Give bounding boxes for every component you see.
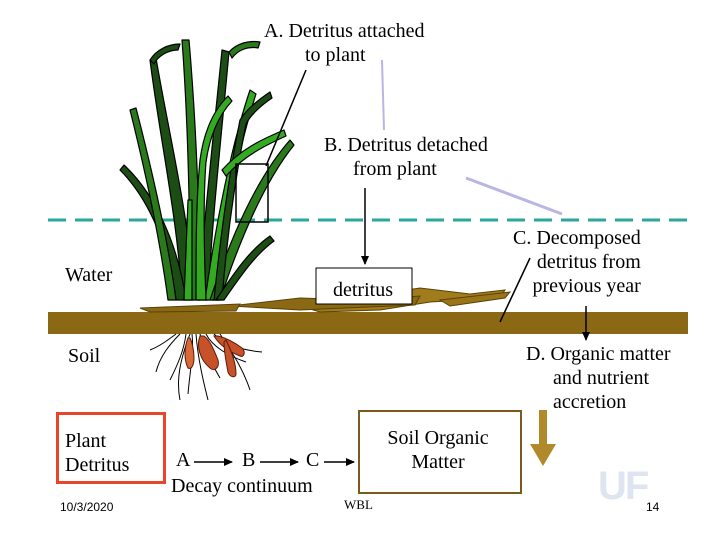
footer-author: WBL (344, 497, 373, 512)
label-soil-organic-matter: Soil Organic Matter (358, 426, 518, 474)
footer-date: 10/3/2020 (60, 500, 114, 514)
label-detritus: detritus (333, 279, 393, 301)
label-soil: Soil (68, 345, 101, 367)
decay-continuum-caption: Decay continuum (171, 475, 313, 497)
label-plant-line2: Detritus (65, 454, 130, 476)
accretion-arrow (530, 410, 556, 466)
root-tubers (184, 335, 245, 378)
label-b-line1: B. Detritus detached (324, 134, 488, 156)
label-c-line2: detritus from (536, 251, 641, 273)
detritus-label-box (315, 267, 413, 305)
soil-band (48, 312, 688, 334)
pointer-a-to-plant (265, 69, 307, 167)
soil-organic-matter-box (358, 410, 522, 494)
label-a: A. Detritus attached to plant (264, 19, 425, 67)
continuum-step-b: B (242, 449, 256, 471)
label-d: D. Organic matter and nutrient accretion (526, 342, 671, 414)
label-water: Water (65, 264, 113, 286)
attached-detritus-box (235, 163, 269, 223)
label-a-line2: to plant (305, 44, 366, 66)
label-b-line2: from plant (353, 158, 437, 180)
label-c-line3: previous year (532, 275, 641, 297)
label-som-line1: Soil Organic (387, 427, 489, 449)
label-som-line2: Matter (411, 451, 465, 473)
label-plant-line1: Plant (65, 430, 107, 452)
grass-clump-icon (119, 39, 295, 301)
label-d-line1: D. Organic matter (526, 343, 671, 365)
label-d-line2: and nutrient (553, 367, 650, 389)
label-a-line1: A. Detritus attached (264, 20, 425, 42)
continuum-step-a: A (176, 449, 191, 471)
pointer-a-down (381, 59, 385, 131)
label-d-line3: accretion (553, 391, 627, 413)
footer-page-number: 14 (646, 500, 660, 514)
label-c-line1: C. Decomposed (513, 227, 641, 249)
label-b: B. Detritus detached from plant (324, 133, 488, 181)
pointer-c-to-detritus (499, 257, 531, 323)
plant-detritus-box (56, 412, 166, 484)
continuum-step-c: C (306, 449, 320, 471)
label-plant-detritus: Plant Detritus (65, 429, 129, 477)
label-c: C. Decomposed detritus from previous yea… (513, 226, 641, 298)
uf-logo-icon: UF (598, 464, 649, 508)
pointer-b-to-c (465, 176, 563, 216)
